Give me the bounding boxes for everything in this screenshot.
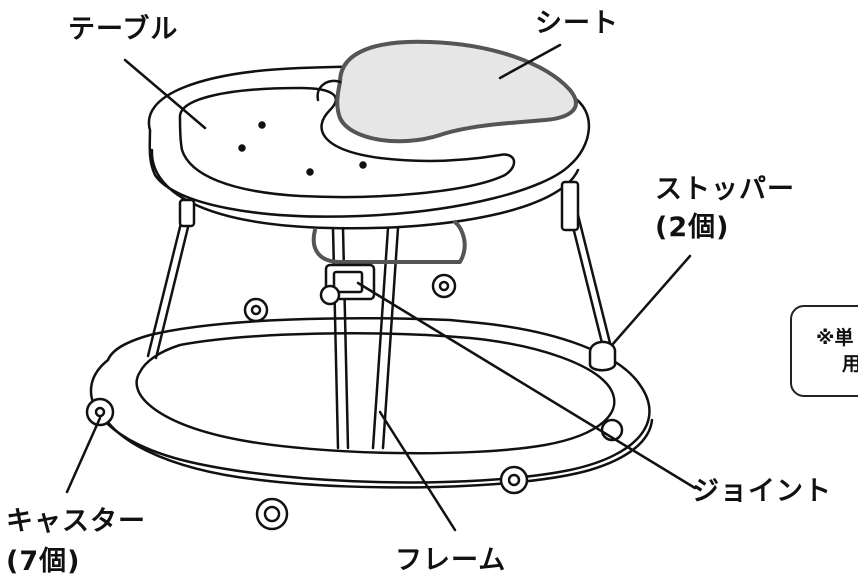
seat-cushion	[335, 39, 578, 144]
label-seat: シート	[535, 8, 619, 39]
caster-wheel	[319, 284, 341, 306]
label-caster-count: (7個)	[6, 546, 81, 577]
caster-wheel	[243, 297, 269, 323]
label-stopper: ストッパー	[655, 174, 795, 205]
frame-base-outer	[89, 316, 651, 484]
note-line-2: 用	[842, 353, 858, 375]
callout-line-joint	[356, 281, 697, 490]
note-box: ※単 用	[790, 305, 858, 397]
label-caster: キャスター	[6, 506, 146, 537]
caster-wheel	[255, 497, 289, 531]
callout-line-seat	[498, 43, 562, 80]
table-top	[147, 65, 590, 218]
callout-line-stopper	[610, 254, 692, 347]
stopper-part	[588, 340, 617, 372]
frame-base-inner	[135, 332, 616, 455]
label-joint: ジョイント	[692, 476, 832, 507]
label-frame: フレーム	[395, 545, 507, 576]
callout-line-table	[123, 58, 207, 130]
note-line-1: ※単	[816, 327, 854, 349]
frame-leg-left	[146, 213, 185, 358]
caster-wheel	[85, 397, 115, 427]
callout-line-frame	[378, 410, 457, 532]
caster-wheel	[499, 465, 529, 495]
caster-wheel	[431, 273, 457, 299]
callout-line-caster	[65, 416, 102, 494]
label-stopper-count: (2個)	[655, 212, 730, 243]
frame-leg-center-b	[371, 226, 390, 450]
label-table: テーブル	[68, 14, 179, 45]
